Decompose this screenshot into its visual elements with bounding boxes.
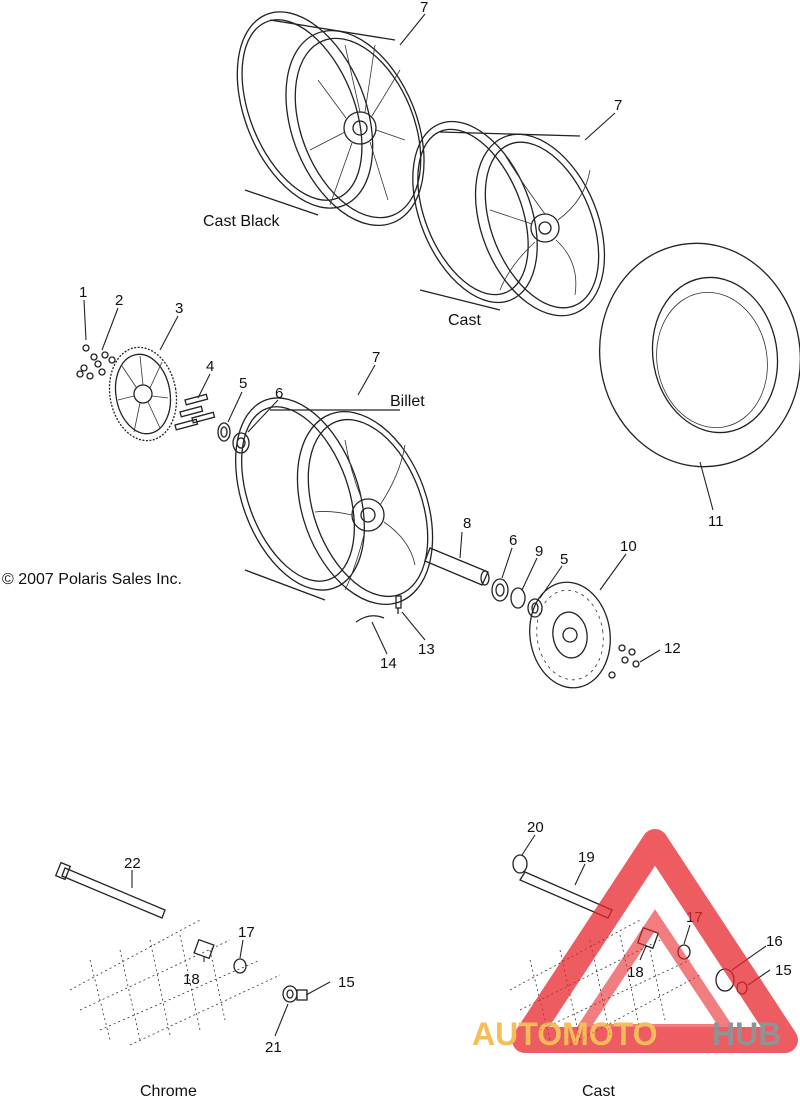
callout-12: 12 [664, 640, 681, 657]
caption-cast: Cast [448, 312, 481, 329]
callout-6-left: 6 [275, 385, 283, 402]
callout-11: 11 [708, 513, 724, 530]
callout-10: 10 [620, 538, 637, 555]
wheel-billet [235, 397, 434, 605]
callout-4: 4 [206, 358, 214, 375]
disc-bolts [608, 644, 640, 679]
caption-cast-black: Cast Black [203, 213, 280, 230]
captions: Cast Black Cast Billet Chrome Cast © 200… [2, 213, 615, 1098]
callout-20: 20 [527, 819, 544, 836]
callout-16: 16 [766, 933, 783, 950]
wheel-cast-black [236, 11, 425, 227]
callout-1: 1 [79, 284, 87, 301]
callout-15-right: 15 [775, 962, 792, 979]
watermark-triangle-outer [512, 829, 798, 1053]
callout-2: 2 [115, 292, 123, 309]
callout-5-right: 5 [560, 551, 568, 568]
watermark-logo: AUTOMOTO HUB [472, 829, 798, 1053]
caption-chrome: Chrome [140, 1083, 197, 1098]
callout-19: 19 [578, 849, 595, 866]
brake-disc [529, 581, 611, 689]
callout-18-right: 18 [627, 964, 644, 981]
callout-18-left: 18 [183, 971, 200, 988]
caption-billet: Billet [390, 393, 425, 410]
callout-22: 22 [124, 855, 141, 872]
caption-cast-bottom: Cast [582, 1083, 615, 1098]
valve-stem [395, 595, 402, 614]
watermark-text-hub: HUB [712, 1016, 781, 1052]
watermark-text-automoto: AUTOMOTO [472, 1016, 657, 1052]
callout-14: 14 [380, 655, 397, 672]
wheel-cast [412, 120, 606, 317]
bearing-ring-seal-right [491, 578, 543, 618]
axle [424, 547, 490, 586]
callout-21: 21 [265, 1039, 282, 1056]
callout-7-cast: 7 [614, 97, 622, 114]
sprocket-nuts [76, 344, 116, 380]
callout-9: 9 [535, 543, 543, 560]
copyright-text: © 2007 Polaris Sales Inc. [2, 571, 182, 588]
tire [598, 242, 800, 468]
callout-17-left: 17 [238, 924, 255, 941]
wheel-weight [355, 615, 385, 623]
callout-3: 3 [175, 300, 183, 317]
leader-lines [83, 13, 771, 1037]
callout-7-cast-black: 7 [420, 0, 428, 16]
callout-15-left: 15 [338, 974, 355, 991]
callout-8: 8 [463, 515, 471, 532]
callout-13: 13 [418, 641, 435, 658]
chrome-assembly [54, 861, 308, 1046]
callout-6-right: 6 [509, 532, 517, 549]
sprocket [108, 346, 178, 442]
watermark-triangle-inner [570, 909, 740, 1036]
callout-5-left: 5 [239, 375, 247, 392]
callout-7-billet: 7 [372, 349, 380, 366]
wheel-studs [174, 393, 216, 431]
